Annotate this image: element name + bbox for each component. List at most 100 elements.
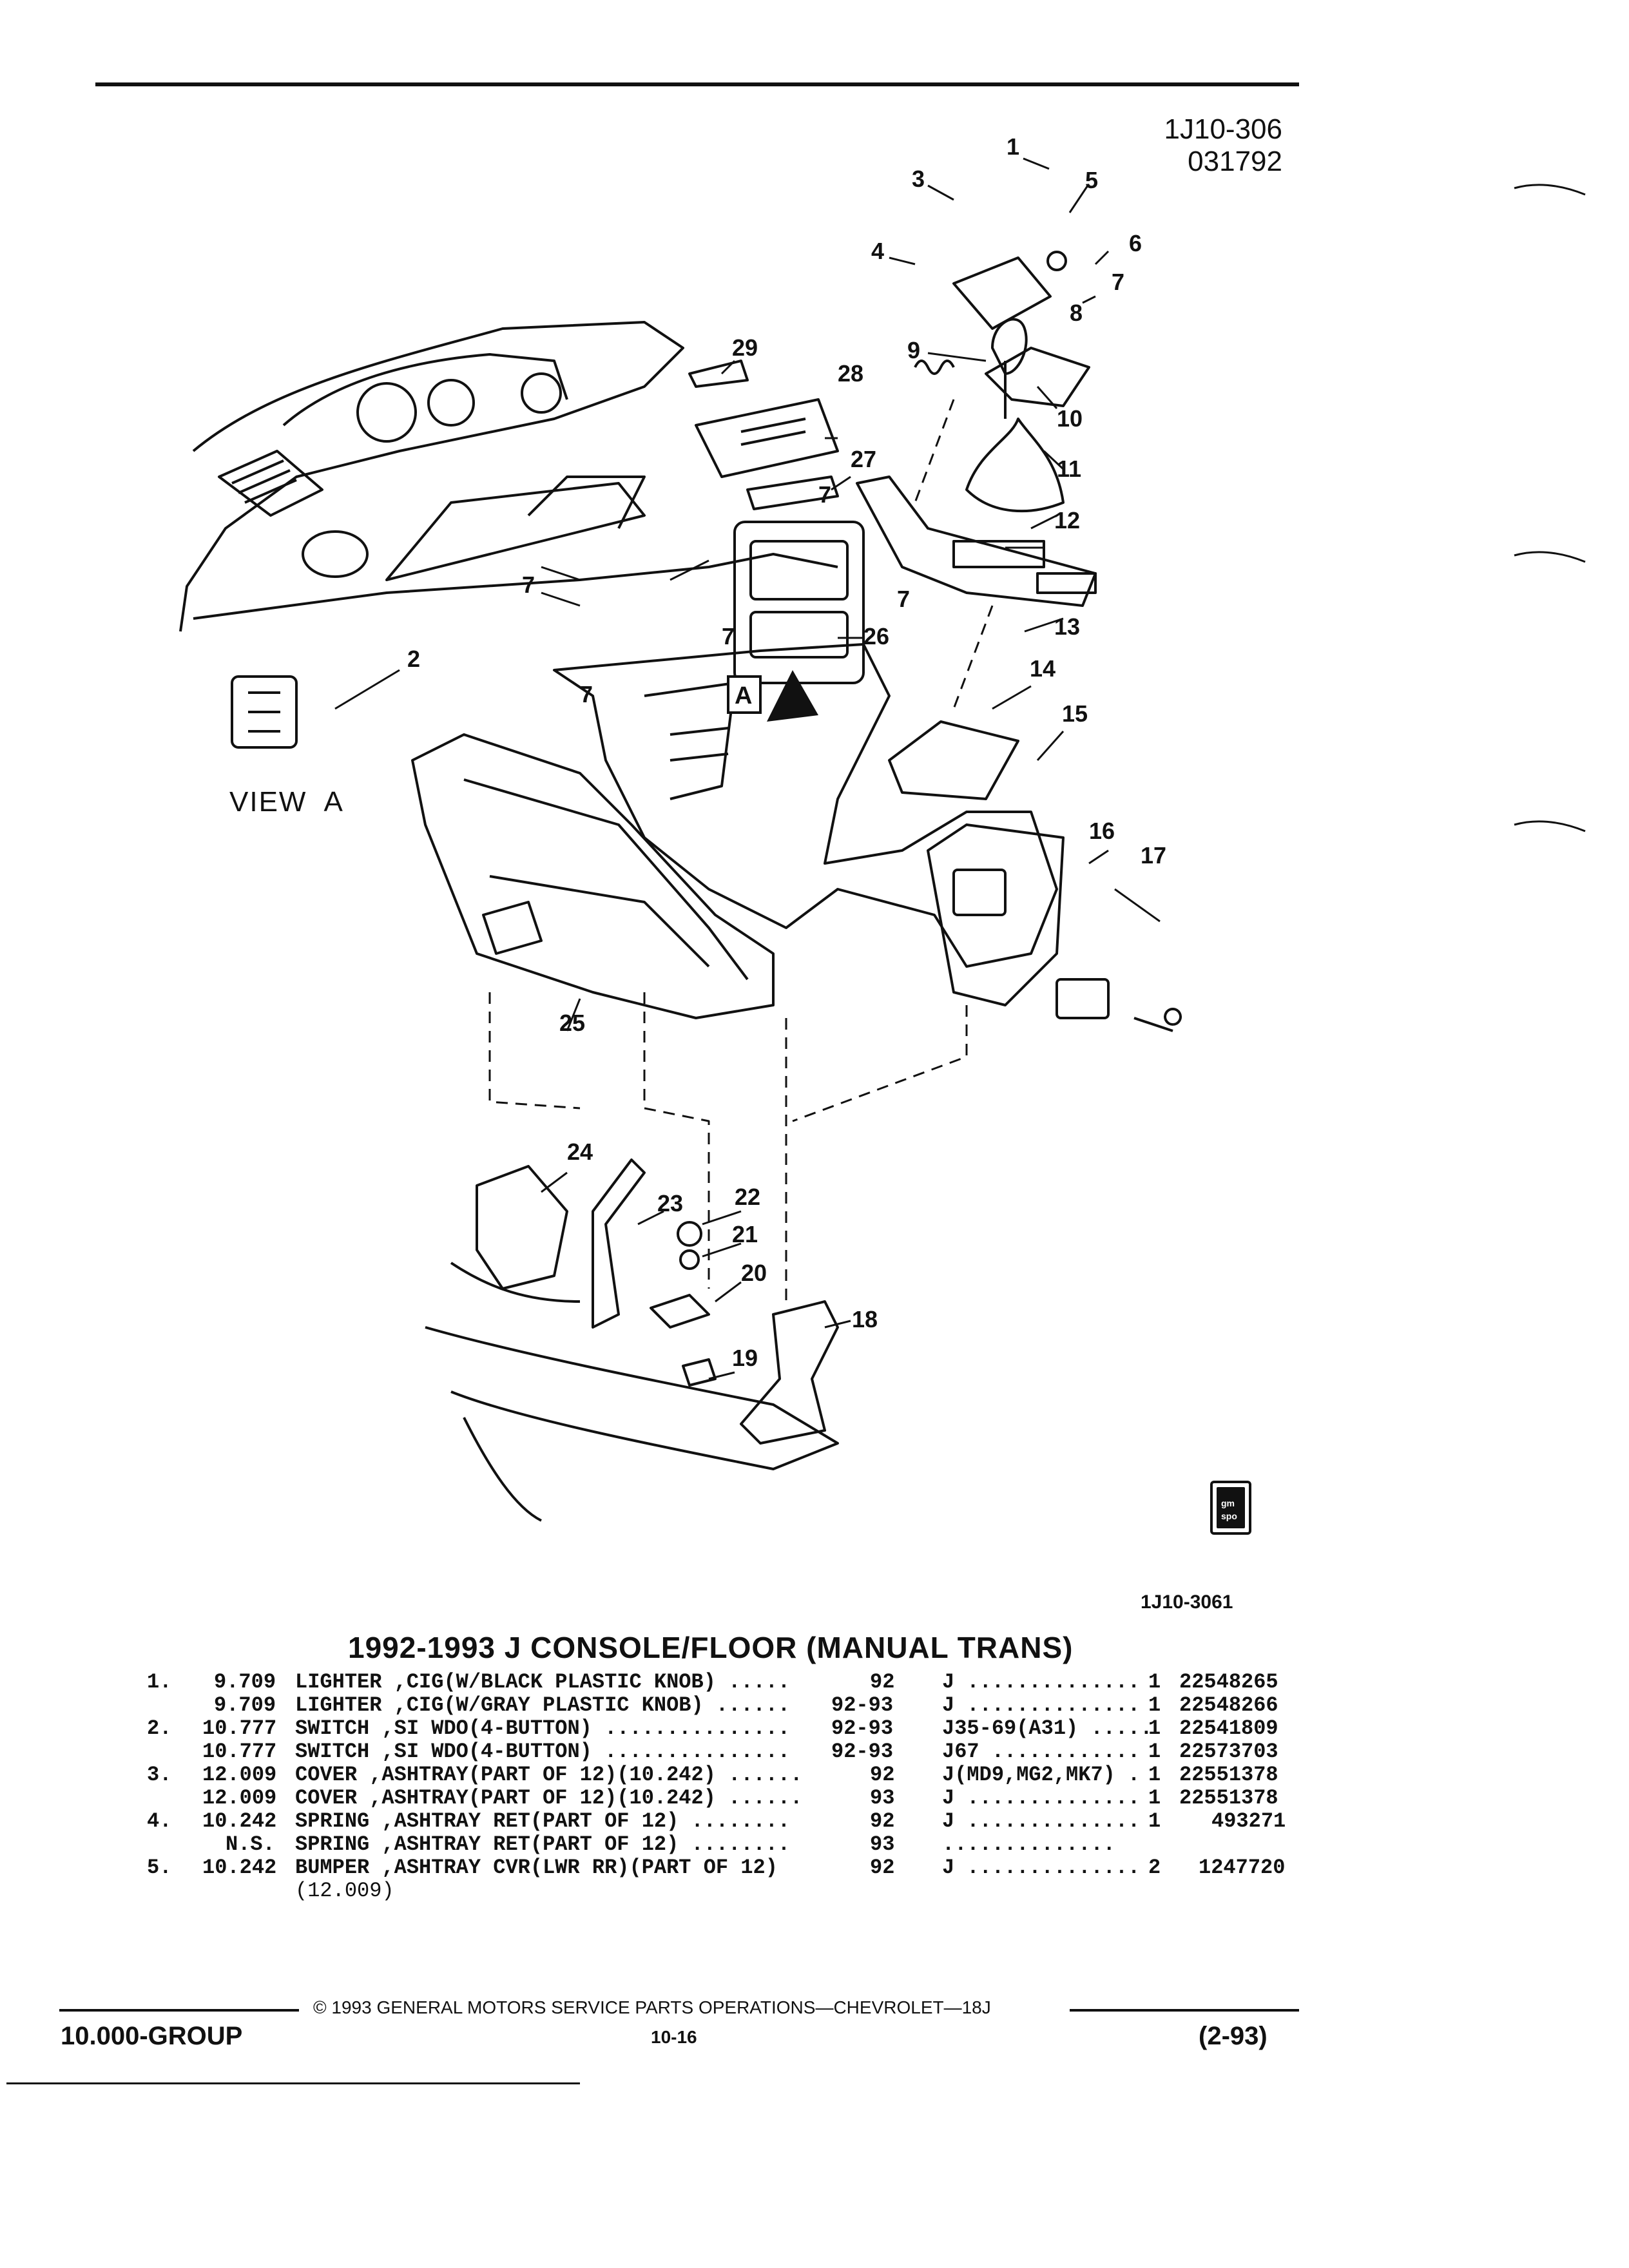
- svg-text:A: A: [735, 682, 752, 709]
- callout-9: 9: [907, 337, 920, 363]
- part-number: 22551378: [1179, 1786, 1278, 1810]
- models: ..............: [942, 1832, 1115, 1856]
- ashtray-spring: [914, 360, 955, 375]
- console-upper-trim: [856, 476, 1097, 607]
- callout-6: 6: [1129, 230, 1142, 256]
- callout-17: 17: [1141, 842, 1166, 869]
- part-number: 22573703: [1179, 1740, 1278, 1763]
- models: J ..............: [942, 1786, 1141, 1810]
- ref-number: 12.009: [202, 1786, 277, 1810]
- description: SPRING ,ASHTRAY RET(PART OF 12) ........: [295, 1809, 791, 1833]
- callout-26: 26: [863, 623, 889, 649]
- table-row: 4. 10.242 SPRING ,ASHTRAY RET(PART OF 12…: [129, 1809, 1286, 1833]
- clip-20: [650, 1294, 710, 1329]
- callout-10: 10: [1057, 405, 1083, 432]
- models: J ..............: [942, 1693, 1141, 1717]
- models: J(MD9,MG2,MK7) .: [942, 1763, 1141, 1787]
- footer-rule-left: [59, 2009, 299, 2012]
- part-number: 22541809: [1179, 1716, 1278, 1740]
- callout-3: 3: [912, 166, 925, 192]
- description: SWITCH ,SI WDO(4-BUTTON) ...............: [295, 1716, 791, 1740]
- quantity: 1: [1148, 1740, 1161, 1763]
- callout-7: 7: [897, 586, 910, 612]
- description: SPRING ,ASHTRAY RET(PART OF 12) ........: [295, 1832, 791, 1856]
- table-row: 2. 10.777 SWITCH ,SI WDO(4-BUTTON) .....…: [129, 1716, 1278, 1740]
- part-number: 1247720: [1199, 1856, 1286, 1879]
- washer-21: [679, 1249, 700, 1270]
- callout-19: 19: [732, 1345, 758, 1371]
- margin-mark-lower: [1514, 820, 1586, 832]
- part-number: 22548265: [1179, 1670, 1278, 1694]
- screw: [1133, 1008, 1182, 1032]
- callout-5: 5: [1085, 167, 1098, 193]
- console-bracket: [740, 1300, 839, 1445]
- callout-18: 18: [852, 1306, 878, 1332]
- table-row: 9.709 LIGHTER ,CIG(W/GRAY PLASTIC KNOB) …: [129, 1693, 1278, 1717]
- figure-reference: 1J10-3061: [1141, 1591, 1233, 1613]
- console-carrier: [553, 643, 1058, 968]
- quantity: 1: [1148, 1786, 1161, 1810]
- air-vent-left: [218, 450, 323, 517]
- description-continuation: (12.009): [295, 1879, 394, 1903]
- callout-25: 25: [559, 1010, 585, 1036]
- view-a-switch: [231, 675, 298, 749]
- margin-marks: [1514, 184, 1586, 563]
- models: J67 ............: [942, 1740, 1141, 1763]
- callout-23: 23: [657, 1190, 683, 1216]
- date-code: (2-93): [1199, 2022, 1268, 2050]
- model-years: 92: [870, 1670, 895, 1694]
- callout-13: 13: [1054, 613, 1080, 640]
- table-row: 10.777 SWITCH ,SI WDO(4-BUTTON) ........…: [129, 1740, 1278, 1763]
- bottom-rule: [6, 2082, 580, 2084]
- window-switch: [1055, 978, 1110, 1019]
- ref-number: 10.242: [202, 1856, 277, 1879]
- table-row: 12.009 COVER ,ASHTRAY(PART OF 12)(10.242…: [129, 1786, 1278, 1810]
- part-number: 22548266: [1179, 1693, 1278, 1717]
- callout-27: 27: [851, 446, 876, 472]
- callout-12: 12: [1054, 507, 1080, 533]
- callout-15: 15: [1062, 700, 1088, 727]
- console-rear: [927, 823, 1065, 1006]
- item-number: 5.: [147, 1856, 172, 1879]
- footer-rule-right: [1070, 2009, 1299, 2012]
- cluster-gauge-center: [427, 379, 475, 427]
- quantity: 1: [1148, 1716, 1161, 1740]
- quantity: 1: [1148, 1670, 1161, 1694]
- bolt-19: [682, 1358, 717, 1387]
- quantity: 1: [1148, 1809, 1161, 1833]
- floor-ridge: [463, 1417, 542, 1522]
- model-years: 92-93: [831, 1693, 894, 1717]
- gm-spo-badge-frame: [1210, 1481, 1251, 1535]
- part-number: 493271: [1211, 1809, 1286, 1833]
- shift-lever: [592, 1158, 646, 1329]
- callout-7: 7: [580, 681, 593, 707]
- group-label: 10.000-GROUP: [61, 2022, 243, 2050]
- ashtray-cover: [952, 256, 1052, 330]
- parts-list: 1. 9.709 LIGHTER ,CIG(W/BLACK PLASTIC KN…: [129, 1670, 1327, 1928]
- radio-bezel: [733, 521, 865, 684]
- description: SWITCH ,SI WDO(4-BUTTON) ...............: [295, 1740, 791, 1763]
- item-number: 4.: [147, 1809, 172, 1833]
- model-years: 92: [870, 1809, 895, 1833]
- radio-unit: [695, 398, 839, 478]
- description: LIGHTER ,CIG(W/GRAY PLASTIC KNOB) ......: [295, 1693, 791, 1717]
- quantity: 1: [1148, 1693, 1161, 1717]
- description: COVER ,ASHTRAY(PART OF 12)(10.242) .....…: [295, 1786, 803, 1810]
- exploded-parts-diagram: 1 2 3 4 5 6 7 8 9 10 11 12 13 14 15 16 1…: [179, 133, 1251, 1535]
- ashtray-housing: [985, 347, 1090, 407]
- callout-24: 24: [567, 1139, 593, 1165]
- nut-22: [677, 1221, 702, 1247]
- gm-spo-badge-line2: spo: [1221, 1511, 1237, 1521]
- models: J ..............: [942, 1856, 1141, 1879]
- trim-clip: [688, 360, 749, 388]
- ref-number: N.S.: [226, 1832, 275, 1856]
- header-code: 1J10-306 031792: [1095, 113, 1282, 178]
- callout-2: 2: [407, 646, 420, 672]
- ref-number: 10.777: [202, 1716, 277, 1740]
- callout-28: 28: [838, 360, 863, 387]
- callout-16: 16: [1089, 818, 1115, 844]
- description: COVER ,ASHTRAY(PART OF 12)(10.242) .....…: [295, 1763, 803, 1787]
- ref-number: 9.709: [214, 1670, 276, 1694]
- callout-14: 14: [1030, 655, 1055, 682]
- top-rule: [95, 82, 1299, 86]
